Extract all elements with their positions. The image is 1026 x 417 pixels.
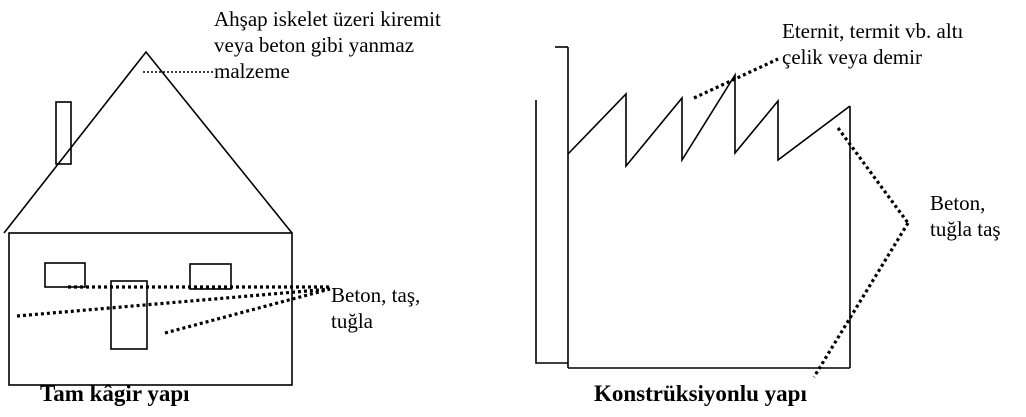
- house-window-left: [44, 262, 86, 288]
- factory-wall-material-label-line-2: tuğla taş: [930, 217, 1001, 241]
- roof-material-label: Ahşap iskelet üzeri kiremit veya beton g…: [214, 6, 441, 84]
- house-wall-material-label: Beton, taş, tuğla: [331, 282, 420, 334]
- house-drawing: [3, 50, 293, 386]
- house-caption: Tam kâgir yapı: [40, 381, 190, 406]
- factory-sawtooth-roof: [567, 72, 851, 169]
- roof-material-label-line-2: veya beton gibi yanmaz: [214, 33, 415, 57]
- factory-caption: Konstrüksiyonlu yapı: [594, 381, 807, 406]
- factory-wall-material-label-line-1: Beton,: [930, 191, 986, 215]
- factory-roof-leader: [693, 57, 779, 100]
- wall-leader-line-2: [16, 287, 331, 318]
- factory-left-tower-outer: [535, 100, 568, 364]
- factory-leader-lines: [693, 57, 910, 378]
- house-wall-material-label-line-1: Beton, taş,: [331, 283, 421, 307]
- house-roof: [3, 50, 293, 234]
- factory-wall-leader-upper: [836, 127, 910, 224]
- factory-drawing: [535, 46, 851, 369]
- house-chimney: [55, 101, 72, 165]
- house-door: [110, 280, 148, 350]
- factory-wall-leader-lower: [812, 222, 910, 378]
- factory-roof-material-label-line-1: Eternit, termit vb. altı: [782, 19, 964, 43]
- house-leader-lines: [16, 71, 331, 335]
- house-window-right: [189, 263, 232, 290]
- factory-wall-material-label: Beton, tuğla taş: [930, 190, 1001, 242]
- factory-roof-material-label: Eternit, termit vb. altı çelik veya demi…: [782, 18, 963, 70]
- house-wall: [8, 232, 293, 386]
- roof-material-label-line-1: Ahşap iskelet üzeri kiremit: [214, 7, 441, 31]
- house-wall-material-label-line-2: tuğla: [331, 309, 373, 333]
- roof-material-label-line-3: malzeme: [214, 59, 290, 83]
- factory-roof-material-label-line-2: çelik veya demir: [782, 45, 922, 69]
- wall-leader-line-3: [164, 287, 331, 335]
